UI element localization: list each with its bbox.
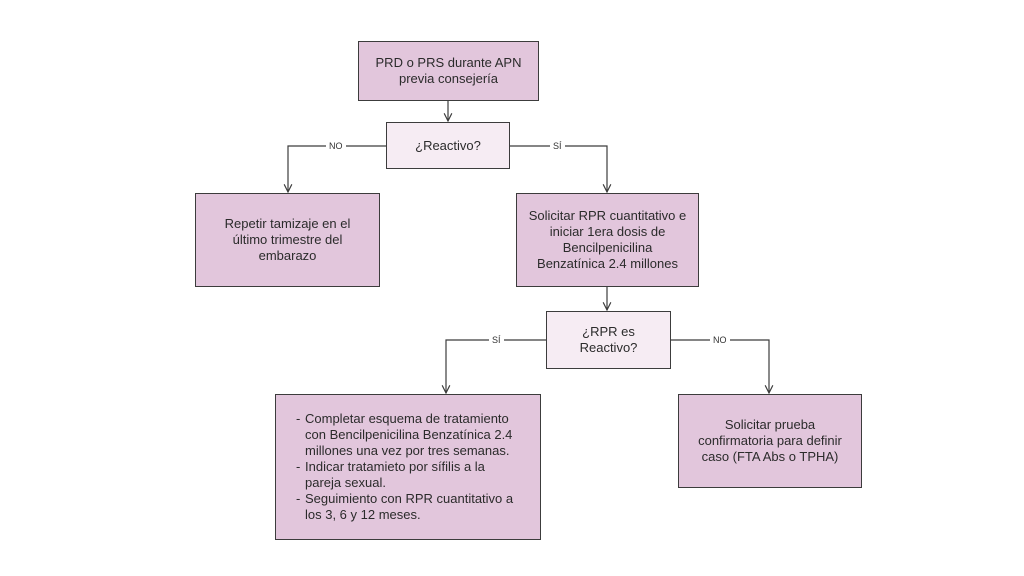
node-confirmatory-test: Solicitar prueba confirmatoria para defi…	[678, 394, 862, 488]
treatment-item: Indicar tratamieto por sífilis a la pare…	[296, 459, 522, 491]
edge-label-q1-no: NO	[326, 141, 346, 151]
node-decision-rpr-text: ¿RPR es Reactivo?	[579, 324, 638, 355]
node-start-text: PRD o PRS durante APN previa consejería	[375, 55, 522, 86]
treatment-list: Completar esquema de tratamiento con Ben…	[296, 411, 522, 523]
arrow-q2-si	[446, 339, 546, 393]
edge-label-q2-si: SÍ	[489, 335, 504, 345]
node-start: PRD o PRS durante APN previa consejería	[358, 41, 539, 101]
arrow-q2-no	[671, 339, 769, 393]
node-request-rpr-text: Solicitar RPR cuantitativo e iniciar 1er…	[528, 208, 687, 271]
node-treatment: Completar esquema de tratamiento con Ben…	[275, 394, 541, 540]
treatment-item: Seguimiento con RPR cuantitativo a los 3…	[296, 491, 522, 523]
treatment-item: Completar esquema de tratamiento con Ben…	[296, 411, 522, 459]
arrow-q1-si	[510, 145, 607, 192]
node-confirmatory-test-text: Solicitar prueba confirmatoria para defi…	[698, 417, 842, 464]
node-request-rpr: Solicitar RPR cuantitativo e iniciar 1er…	[516, 193, 699, 287]
node-repeat-screening-text: Repetir tamizaje en el último trimestre …	[224, 216, 351, 263]
node-repeat-screening: Repetir tamizaje en el último trimestre …	[195, 193, 380, 287]
node-decision-reactivo-text: ¿Reactivo?	[415, 137, 481, 153]
edge-label-q2-no: NO	[710, 335, 730, 345]
arrow-q1-no	[288, 145, 386, 192]
node-decision-rpr: ¿RPR es Reactivo?	[546, 311, 671, 369]
node-decision-reactivo: ¿Reactivo?	[386, 122, 510, 169]
edge-label-q1-si: SÍ	[550, 141, 565, 151]
